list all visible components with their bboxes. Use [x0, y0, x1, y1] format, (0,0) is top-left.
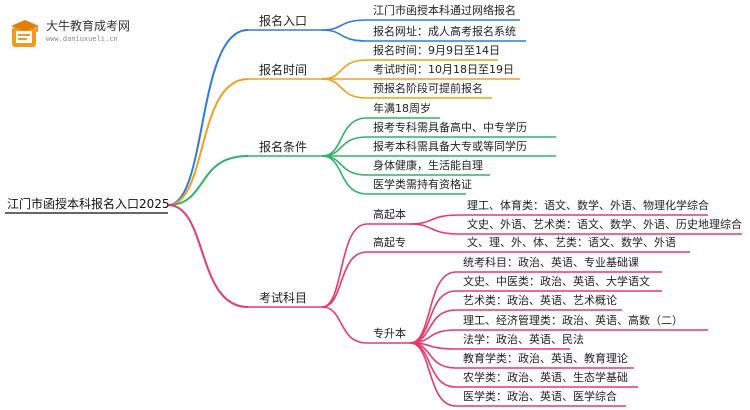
leaf-signup-entry-2: 报名网址：成人高考报名系统 — [373, 25, 516, 38]
connector-branch2-leaf4 — [321, 155, 368, 195]
leaf-zhuanshengben-3: 艺术类：政治、英语、艺术概论 — [463, 294, 617, 307]
connector-zhuanshengben-leaf-2 — [409, 309, 457, 344]
leaf-zhuanshengben-2: 文史、中医类：政治、英语、大学语文 — [463, 275, 650, 288]
connector-zhuanshengben-leaf-0 — [409, 271, 457, 344]
leaf-zhuanshengben-7: 农学类：政治、英语、生态学基础 — [463, 371, 628, 384]
leaf-zhuanshengben-4: 理工、经济管理类：政治、英语、高数（二） — [463, 314, 683, 327]
connector-zhuanshengben-leaf-7 — [409, 342, 457, 407]
leaf-signup-time-1: 报名时间：9月9日至14日 — [373, 44, 500, 57]
leaf-zhuanshengben-8: 医学类：政治、英语、医学综合 — [463, 390, 617, 403]
connector-exam-group-1 — [321, 251, 368, 308]
branch-signup-entry: 报名入口 — [259, 14, 308, 28]
leaf-zhuanshengben-1: 统考科目：政治、英语、专业基础课 — [463, 256, 639, 269]
connector-branch1-leaf2 — [321, 78, 368, 99]
connector-root-branch-2 — [167, 155, 249, 206]
connector-root-branch-1 — [167, 78, 249, 206]
leaf-zhuanshengben-6: 教育学类：政治、英语、教育理论 — [463, 352, 628, 365]
connector-exam-group-0 — [321, 223, 368, 308]
connector-gaoqiben-leaf-1 — [409, 223, 461, 235]
root-node: 江门市函授本科报名入口2025 — [7, 197, 170, 211]
leaf-signup-time-2: 考试时间：10月18日至19日 — [373, 63, 514, 76]
connector-exam-group-2 — [321, 306, 368, 344]
group-gaoqiben: 高起本 — [373, 208, 406, 221]
logo-url: www.daniuxueli.cn — [46, 35, 118, 43]
leaf-conditions-4: 身体健康，生活能自理 — [373, 159, 483, 172]
leaf-gaoqiben-1: 理工、体育类：语文、数学、外语、物理化学综合 — [467, 199, 709, 212]
group-gaoqizhuan: 高起专 — [373, 236, 406, 249]
connector-gaoqiben-leaf-0 — [409, 214, 461, 225]
connector-branch0-leaf0 — [321, 19, 368, 31]
leaf-gaoqiben-2: 文史、外语、艺术类：语文、数学、外语、历史地理综合 — [467, 218, 742, 231]
logo-title: 大牛教育成考网 — [46, 19, 131, 33]
leaf-gaoqizhuan-1: 文、理、外、体、艺类：语文、数学、外语 — [467, 236, 676, 249]
leaf-conditions-2: 报考专科需具备高中、中专学历 — [373, 121, 527, 134]
connector-branch1-leaf0 — [321, 59, 368, 80]
leaf-signup-time-3: 预报名阶段可提前报名 — [373, 82, 483, 95]
group-zhuanshengben: 专升本 — [373, 327, 406, 340]
connector-root-branch-0 — [167, 29, 249, 206]
connector-branch2-leaf1 — [321, 136, 368, 157]
leaf-conditions-1: 年满18周岁 — [373, 102, 431, 115]
branch-signup-conditions: 报名条件 — [259, 140, 308, 154]
leaf-conditions-5: 医学类需持有资格证 — [373, 178, 472, 191]
connector-branch0-leaf1 — [321, 29, 368, 42]
leaf-conditions-3: 报考本科需具备大专或等同学历 — [373, 140, 527, 153]
branch-signup-time: 报名时间 — [259, 63, 308, 77]
connector-branch2-leaf3 — [321, 155, 368, 176]
connector-root-branch-3 — [167, 204, 249, 308]
leaf-zhuanshengben-5: 法学：政治、英语、民法 — [463, 333, 584, 346]
leaf-signup-entry-1: 江门市函授本科通过网络报名 — [373, 4, 516, 17]
graduation-book-icon — [11, 20, 39, 47]
branch-exam-subjects: 考试科目 — [259, 291, 308, 305]
